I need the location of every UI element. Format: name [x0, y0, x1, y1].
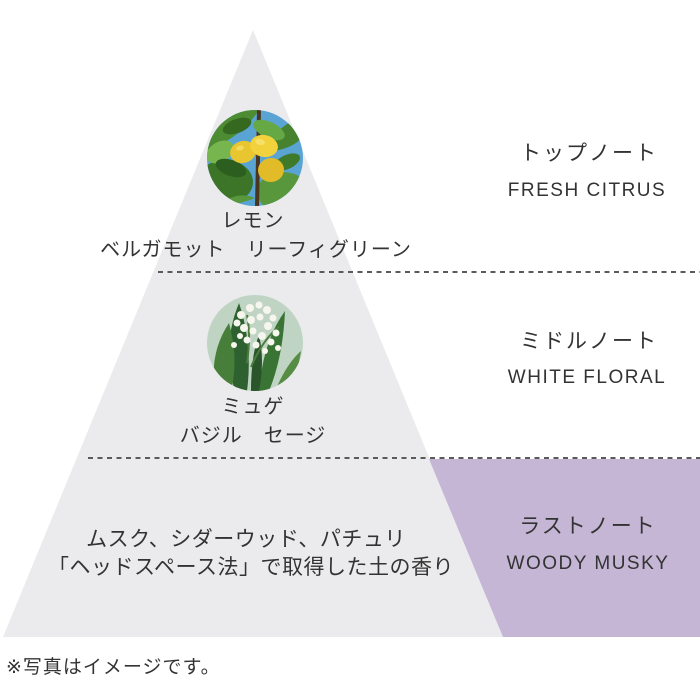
last-note-label-en: WOODY MUSKY — [506, 553, 670, 574]
last-note-label-jp: ラストノート — [519, 515, 657, 538]
last-note-ingredient-main: ムスク、シダーウッド、パチュリ — [86, 528, 406, 551]
top-note-ingredient-main: レモン — [221, 210, 285, 232]
middle-note-label-jp: ミドルノート — [520, 330, 658, 353]
middle-note-ingredient-main: ミュゲ — [221, 396, 285, 418]
lily-of-the-valley-photo — [207, 295, 303, 391]
top-note-label-en: FRESH CITRUS — [507, 180, 667, 201]
top-note-label-jp: トップノート — [520, 142, 658, 165]
middle-note-label-en: WHITE FLORAL — [507, 367, 667, 388]
top-note-ingredient-sub: ベルガモット リーフィグリーン — [100, 239, 412, 261]
middle-note-ingredient-sub: バジル セージ — [179, 425, 327, 447]
last-note-band — [429, 459, 700, 637]
photo-disclaimer-note: ※写真はイメージです。 — [6, 657, 221, 678]
lemon-photo-art — [207, 110, 303, 206]
muguet-photo-art — [207, 295, 303, 391]
last-note-ingredient-sub: 「ヘッドスペース法」で取得した土の香り — [48, 556, 454, 579]
lemon-branch-photo — [207, 110, 303, 206]
